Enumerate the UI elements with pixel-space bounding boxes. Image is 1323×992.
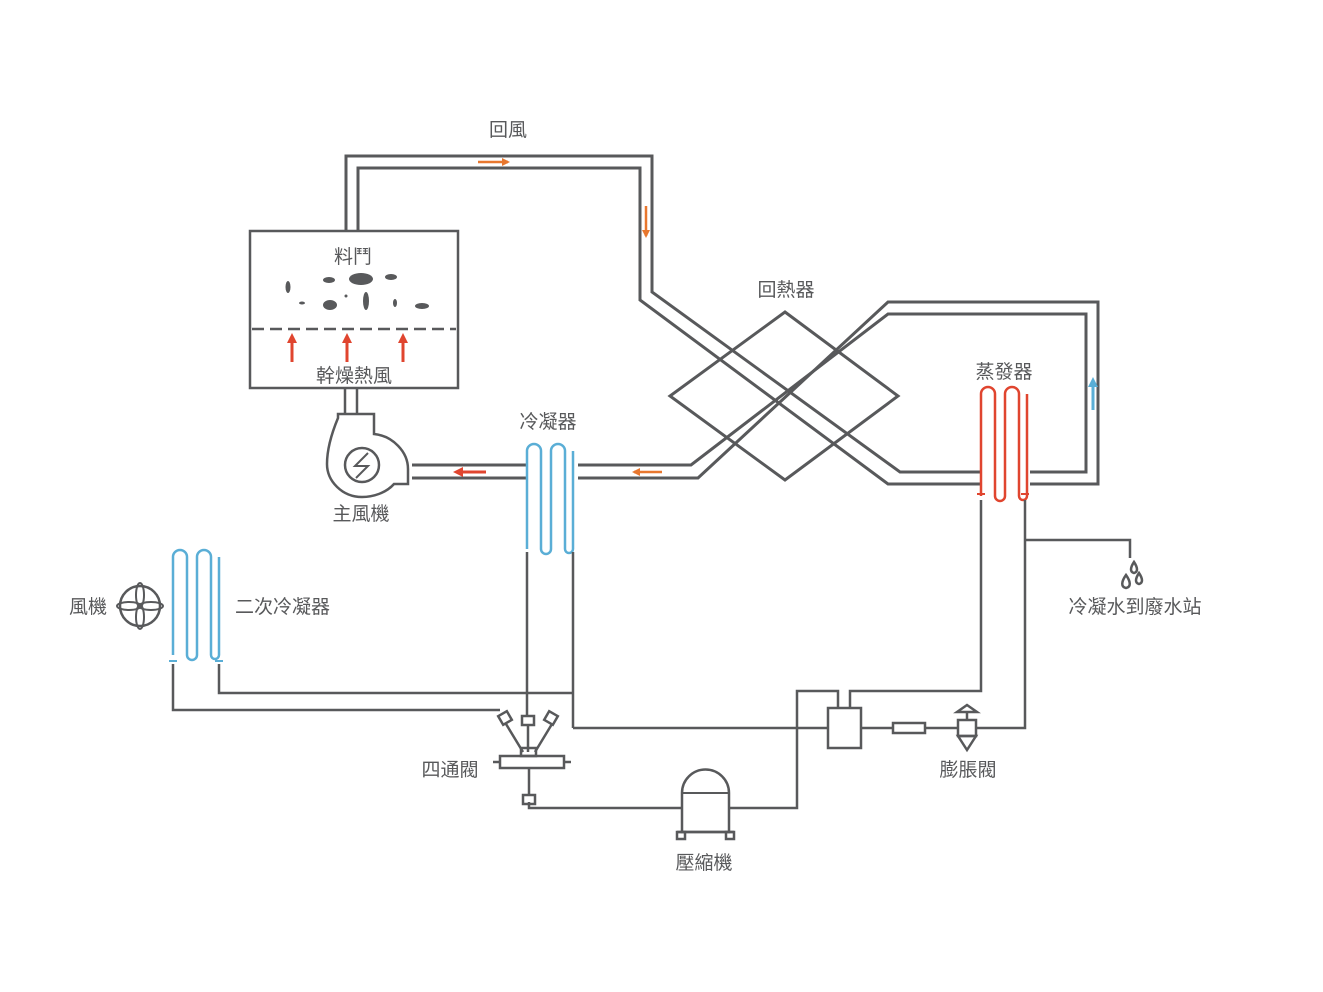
- main-fan-label: 主風機: [332, 503, 389, 525]
- fan-bolt-icon: [352, 452, 371, 479]
- dry-hot-air-label: 幹燥熱風: [316, 365, 392, 387]
- secondary-condenser-coil: [169, 548, 223, 662]
- secondary-condenser-label: 二次冷凝器: [235, 596, 330, 618]
- expansion-valve-label: 膨脹閥: [939, 759, 996, 781]
- condenser-label: 冷凝器: [519, 411, 576, 433]
- main-fan: [325, 389, 410, 499]
- filter-drier: [891, 721, 927, 735]
- four-way-valve-label: 四通閥: [421, 759, 478, 781]
- condenser-coil: [525, 442, 575, 556]
- compressor-symbol: [675, 768, 736, 841]
- expansion-valve-symbol: [952, 703, 981, 753]
- return-air-label: 回風: [489, 119, 527, 141]
- fan-icon: [116, 582, 164, 630]
- compressor-label: 壓縮機: [675, 852, 732, 874]
- four-way-valve-symbol: [493, 709, 571, 806]
- refrigerant-piping: [171, 500, 1132, 810]
- supply-air-duct: [412, 300, 1100, 486]
- hot-air-up-arrows: [287, 333, 408, 362]
- heat-recovery-diamond: [667, 310, 901, 482]
- water-drops-icon: [1121, 559, 1144, 590]
- condensate-drain-label: 冷凝水到廢水站: [1068, 596, 1201, 618]
- evaporator-coil: [977, 385, 1029, 503]
- material-bin: [248, 229, 460, 390]
- fan-label: 風機: [69, 596, 107, 618]
- material-bin-label: 料鬥: [334, 246, 372, 268]
- pellets: [285, 273, 429, 310]
- return-air-duct: [344, 154, 982, 486]
- heat-recovery-label: 回熱器: [757, 279, 814, 301]
- accumulator: [826, 706, 863, 750]
- evaporator-label: 蒸發器: [975, 361, 1032, 383]
